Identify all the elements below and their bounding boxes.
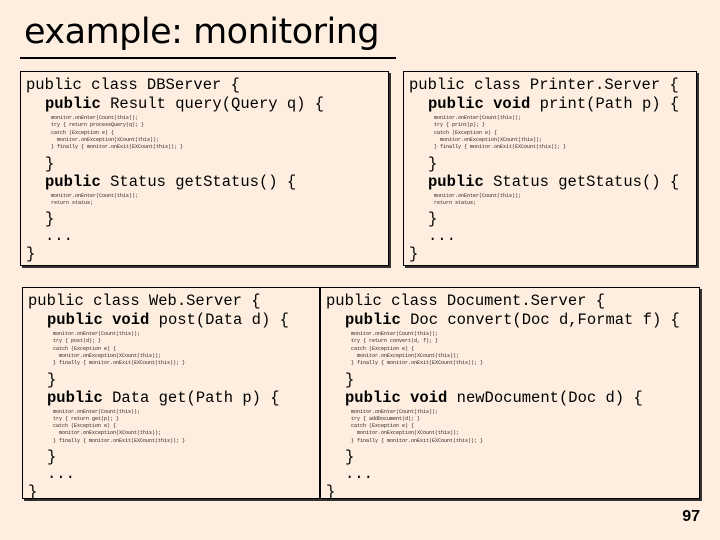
keyword: void <box>112 311 150 329</box>
code-line: return status; <box>51 199 94 206</box>
code-line: monitor.onException(XCount(this)); <box>351 352 460 359</box>
method-signature: public Result query(Query q) { <box>45 95 324 113</box>
code-line: } finally { monitor.onExit(EXCount(this)… <box>434 144 567 151</box>
class-declaration: public class Web.Server { <box>28 292 261 310</box>
code-text: Status getStatus() { <box>483 172 680 191</box>
code-line: catch (Exception e) { <box>51 129 115 136</box>
keyword: public <box>45 172 101 191</box>
class-declaration: public class DBServer { <box>26 76 240 94</box>
method-signature: public void post(Data d) { <box>47 311 289 329</box>
method-signature: public Doc convert(Doc d,Format f) { <box>345 311 680 329</box>
code-text: Doc convert(Doc d,Format f) { <box>400 311 680 329</box>
code-text: post(Data d) { <box>149 311 289 329</box>
closing-brace: } <box>428 210 438 229</box>
code-text: print(Path p) { <box>530 95 680 113</box>
ellipsis: ... <box>45 227 73 246</box>
keyword: void <box>493 95 531 113</box>
method-signature: public Data get(Path p) { <box>47 389 280 407</box>
code-line: catch (Exception e) { <box>351 423 415 430</box>
code-line: } finally { monitor.onExit(EXCount(this)… <box>351 360 484 367</box>
keyword: public <box>45 95 101 113</box>
keyword: public <box>345 311 401 329</box>
ellipsis: ... <box>428 227 456 246</box>
method-signature: public Status getStatus() { <box>45 173 296 191</box>
code-line: monitor.onEnter(Count(this)); <box>53 331 141 337</box>
closing-brace: } <box>326 483 336 501</box>
closing-brace: } <box>409 245 419 264</box>
class-declaration: public class Document.Server { <box>326 292 606 310</box>
page-number: 97 <box>682 508 700 525</box>
code-line: monitor.onEnter(Count(this)); <box>351 408 439 415</box>
web-server-code-box: public class Web.Server {public void pos… <box>22 287 320 501</box>
closing-brace: } <box>345 448 355 466</box>
code-line: try { return processQuery(q); } <box>51 122 145 129</box>
code-line: } finally { monitor.onExit(EXCount(this)… <box>53 437 186 444</box>
closing-brace: } <box>26 245 36 264</box>
method-signature: public Status getStatus() { <box>428 173 679 191</box>
code-line: monitor.onEnter(Count(this)); <box>434 192 522 199</box>
code-line: monitor.onEnter(Count(this)); <box>51 192 139 199</box>
code-line: catch (Exception e) { <box>53 345 117 352</box>
ellipsis: ... <box>47 465 75 483</box>
code-line: catch (Exception e) { <box>351 345 415 352</box>
keyword: public <box>428 172 484 191</box>
keyword: public <box>345 388 401 407</box>
code-line: try { addDocument(d); } <box>351 415 421 422</box>
code-text <box>484 95 493 113</box>
code-text: Data get(Path p) { <box>102 388 280 407</box>
ellipsis: ... <box>345 465 373 483</box>
code-line: monitor.onException(XCount(this)); <box>434 136 543 143</box>
code-line: catch (Exception e) { <box>434 129 498 136</box>
keyword: public <box>47 311 103 329</box>
code-line: try { post(d); } <box>53 338 102 345</box>
code-line: monitor.onException(XCount(this)); <box>51 136 160 143</box>
code-line: monitor.onEnter(Count(this)); <box>53 408 141 415</box>
code-line: monitor.onException(XCount(this)); <box>351 430 460 437</box>
code-line: } finally { monitor.onExit(EXCount(this)… <box>351 437 484 444</box>
keyword: void <box>410 388 448 407</box>
code-text: newDocument(Doc d) { <box>447 388 643 407</box>
method-signature: public void newDocument(Doc d) { <box>345 389 643 407</box>
closing-brace: } <box>28 483 38 501</box>
keyword: public <box>47 388 103 407</box>
closing-brace: } <box>428 154 438 173</box>
printer-server-code-box: public class Printer.Server {public void… <box>403 71 697 266</box>
class-declaration: public class Printer.Server { <box>409 76 679 94</box>
code-line: } finally { monitor.onExit(EXCount(this)… <box>51 144 184 151</box>
code-text: Result query(Query q) { <box>100 95 325 113</box>
code-line: monitor.onException(XCount(this)); <box>53 352 162 359</box>
code-text <box>401 389 410 407</box>
closing-brace: } <box>45 154 55 173</box>
code-line: try { return get(p); } <box>53 415 120 422</box>
db-server-code-box: public class DBServer {public Result que… <box>20 71 389 266</box>
code-line: monitor.onException(XCount(this)); <box>53 430 162 437</box>
code-text <box>103 311 112 329</box>
document-server-code-box: public class Document.Server {public Doc… <box>320 287 700 501</box>
slide-title: example: monitoring <box>24 12 380 52</box>
method-signature: public void print(Path p) { <box>428 95 679 113</box>
code-line: } finally { monitor.onExit(EXCount(this)… <box>53 360 186 367</box>
code-text: Status getStatus() { <box>100 172 297 191</box>
keyword: public <box>428 95 484 113</box>
code-line: monitor.onEnter(Count(this)); <box>51 115 139 121</box>
closing-brace: } <box>345 370 355 389</box>
closing-brace: } <box>45 210 55 229</box>
code-line: return status; <box>434 199 477 206</box>
closing-brace: } <box>47 370 57 389</box>
code-line: monitor.onEnter(Count(this)); <box>434 115 522 121</box>
code-line: catch (Exception e) { <box>53 423 117 430</box>
code-line: monitor.onEnter(Count(this)); <box>351 331 439 337</box>
closing-brace: } <box>47 448 57 466</box>
code-line: try { return convert(d, f); } <box>351 338 439 345</box>
code-line: try { print(p); } <box>434 122 486 129</box>
title-underline <box>20 57 396 59</box>
